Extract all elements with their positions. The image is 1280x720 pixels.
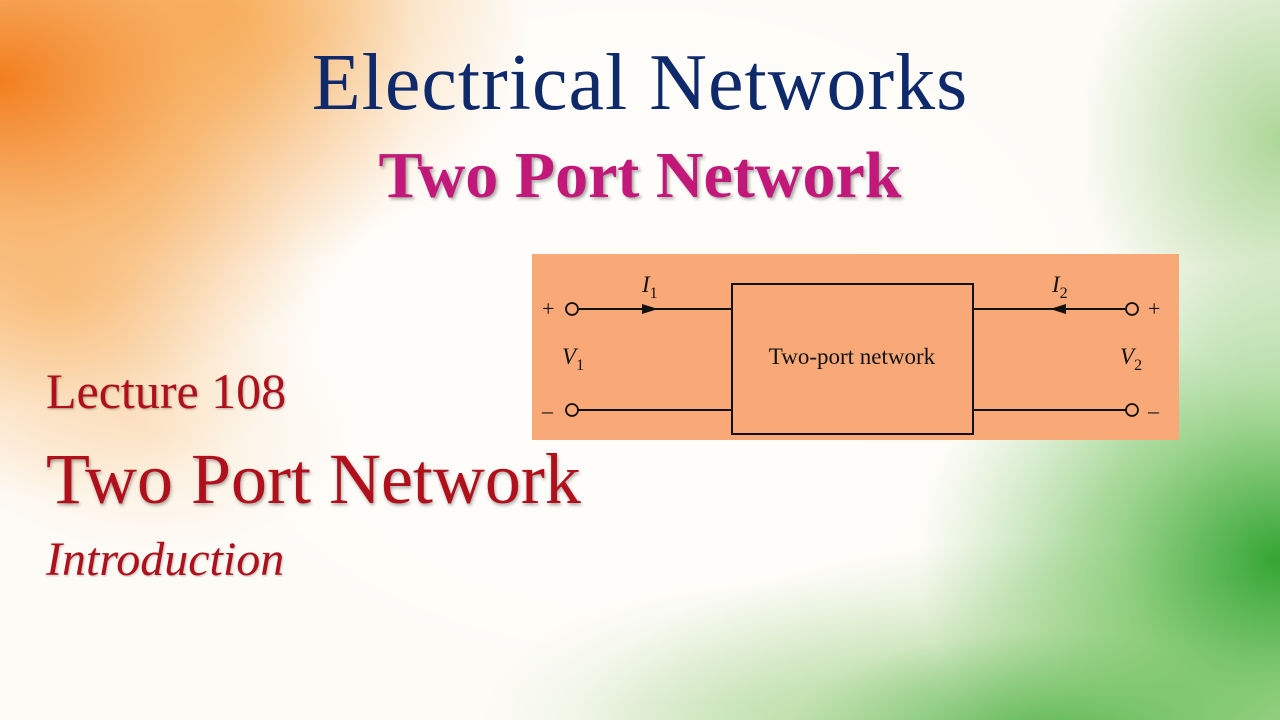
current-out-symbol: I [1051, 272, 1061, 297]
current-in-subscript: 1 [650, 285, 658, 302]
voltage-in-symbol: V [562, 344, 579, 369]
current-in-symbol: I [641, 272, 651, 297]
voltage-out-label: V2 [1120, 344, 1142, 374]
input-minus-sign: – [541, 398, 554, 423]
lecture-number: Lecture 108 [46, 363, 287, 419]
current-out-arrow [1050, 304, 1066, 314]
voltage-out-subscript: 2 [1134, 357, 1142, 374]
input-top-terminal [565, 302, 579, 316]
voltage-in-subscript: 1 [576, 357, 584, 374]
output-bottom-terminal [1125, 403, 1139, 417]
voltage-in-label: V1 [562, 344, 584, 374]
voltage-out-symbol: V [1120, 344, 1137, 369]
output-plus-sign: + [1148, 296, 1160, 321]
input-bottom-terminal [565, 403, 579, 417]
two-port-diagram-svg: Two-port network + – + – I1 I2 V1 V2 [541, 272, 1160, 435]
input-plus-sign: + [542, 296, 554, 321]
slide-subtitle: Two Port Network [378, 139, 902, 212]
current-in-arrow [642, 304, 658, 314]
current-out-label: I2 [1051, 272, 1068, 302]
network-box [731, 283, 974, 435]
lecture-title: Two Port Network [46, 439, 581, 519]
slide-title: Electrical Networks [311, 39, 969, 127]
current-out-subscript: 2 [1060, 285, 1068, 302]
two-port-diagram: Two-port network + – + – I1 I2 V1 V2 [532, 254, 1179, 440]
output-top-terminal [1125, 302, 1139, 316]
network-box-label: Two-port network [769, 344, 936, 369]
current-in-label: I1 [641, 272, 658, 302]
lecture-subtitle: Introduction [46, 533, 285, 586]
output-minus-sign: – [1147, 398, 1160, 423]
